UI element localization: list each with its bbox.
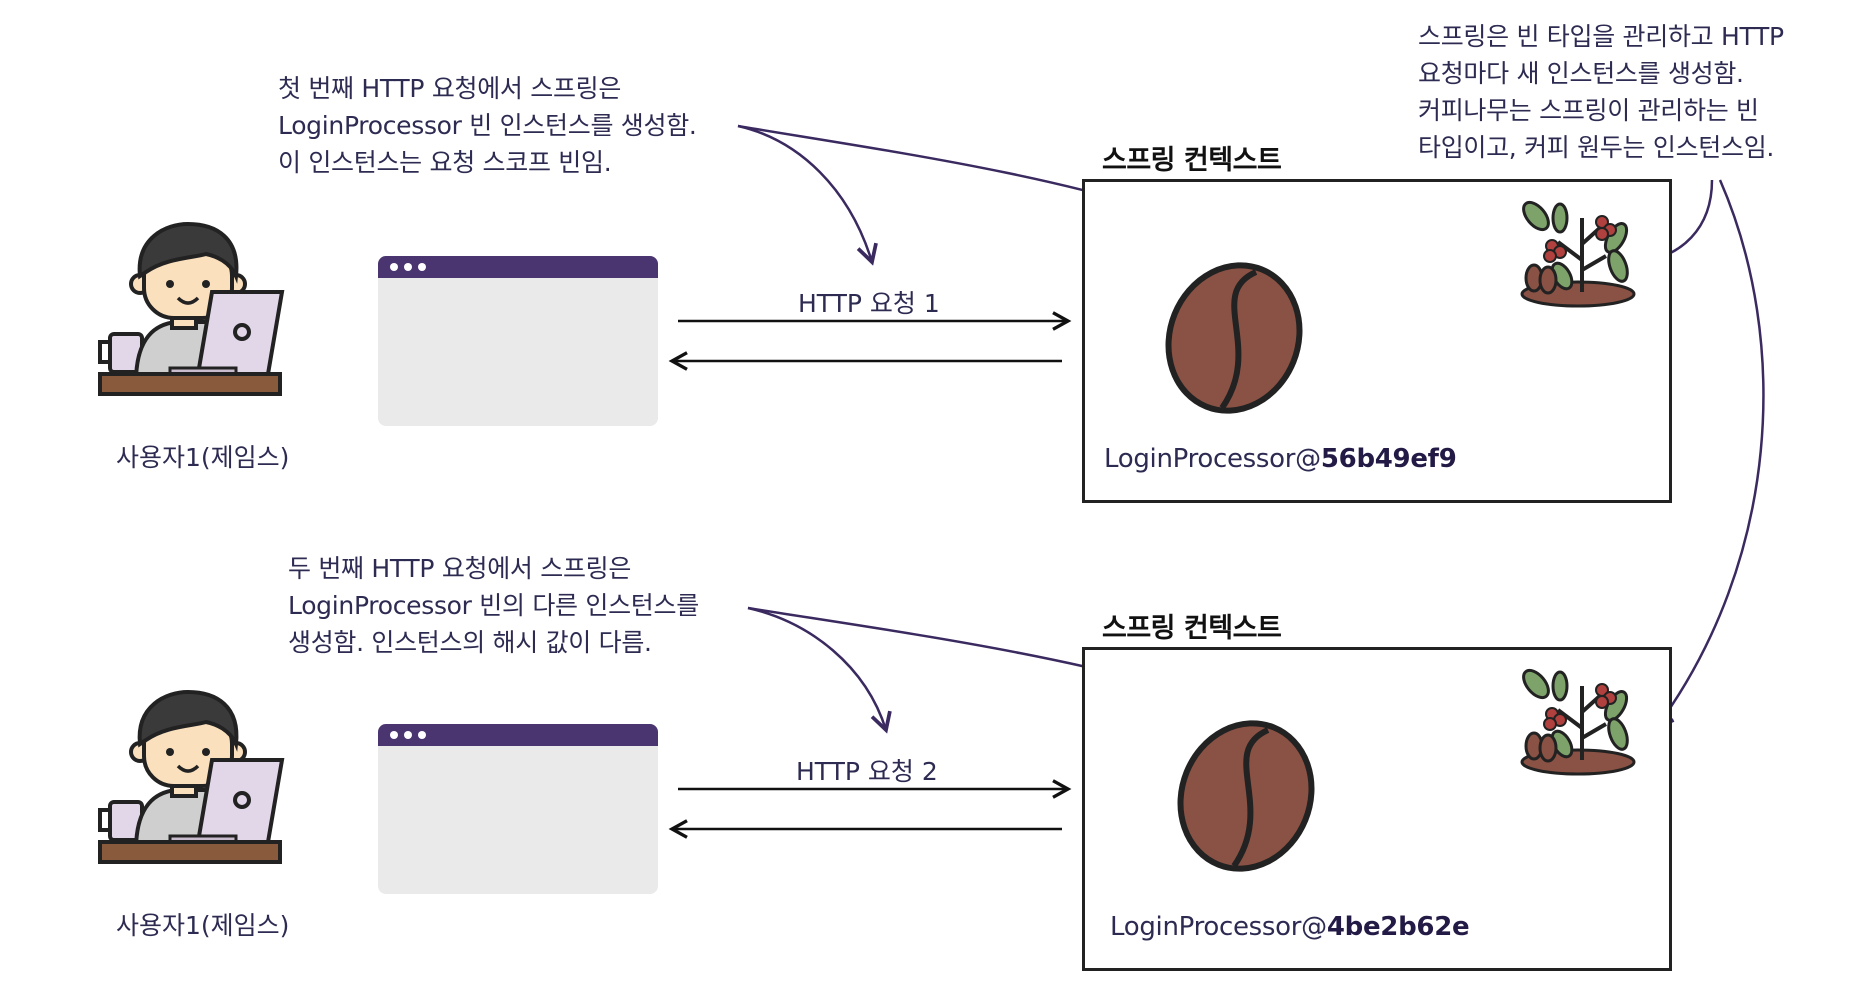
instance-hash: 4be2b62e xyxy=(1326,912,1470,942)
note-2-to-request-arrow xyxy=(747,606,886,730)
request-label-2: HTTP 요청 2 xyxy=(796,757,938,786)
instance-label-1: LoginProcessor@56b49ef9 xyxy=(1104,444,1457,474)
note-first-request: 첫 번째 HTTP 요청에서 스프링은 LoginProcessor 빈 인스턴… xyxy=(278,74,697,177)
request-label-1: HTTP 요청 1 xyxy=(798,289,940,318)
spring-context-title-1: 스프링 컨텍스트 xyxy=(1102,145,1282,176)
browser-title-bar xyxy=(378,724,658,746)
instance-hash: 56b49ef9 xyxy=(1320,444,1457,474)
spring-context-title-2: 스프링 컨텍스트 xyxy=(1102,613,1282,644)
browser-title-bar xyxy=(378,256,658,278)
user-1-illustration xyxy=(98,222,284,396)
browser-window-1 xyxy=(378,256,658,426)
note-bean-type: 스프링은 빈 타입을 관리하고 HTTP 요청마다 새 인스턴스를 생성함. 커… xyxy=(1418,22,1784,162)
note-right-to-plant-2-arrow xyxy=(1656,179,1765,728)
note-1-to-request-arrow xyxy=(737,124,872,262)
user-label-1: 사용자1(제임스) xyxy=(116,443,290,472)
instance-prefix: LoginProcessor@ xyxy=(1110,912,1327,942)
browser-window-2 xyxy=(378,724,658,894)
note-second-request: 두 번째 HTTP 요청에서 스프링은 LoginProcessor 빈의 다른… xyxy=(288,554,699,657)
instance-label-2: LoginProcessor@4be2b62e xyxy=(1110,912,1470,942)
user-label-2: 사용자1(제임스) xyxy=(116,911,290,940)
user-2-illustration xyxy=(98,690,284,864)
instance-prefix: LoginProcessor@ xyxy=(1104,444,1321,474)
